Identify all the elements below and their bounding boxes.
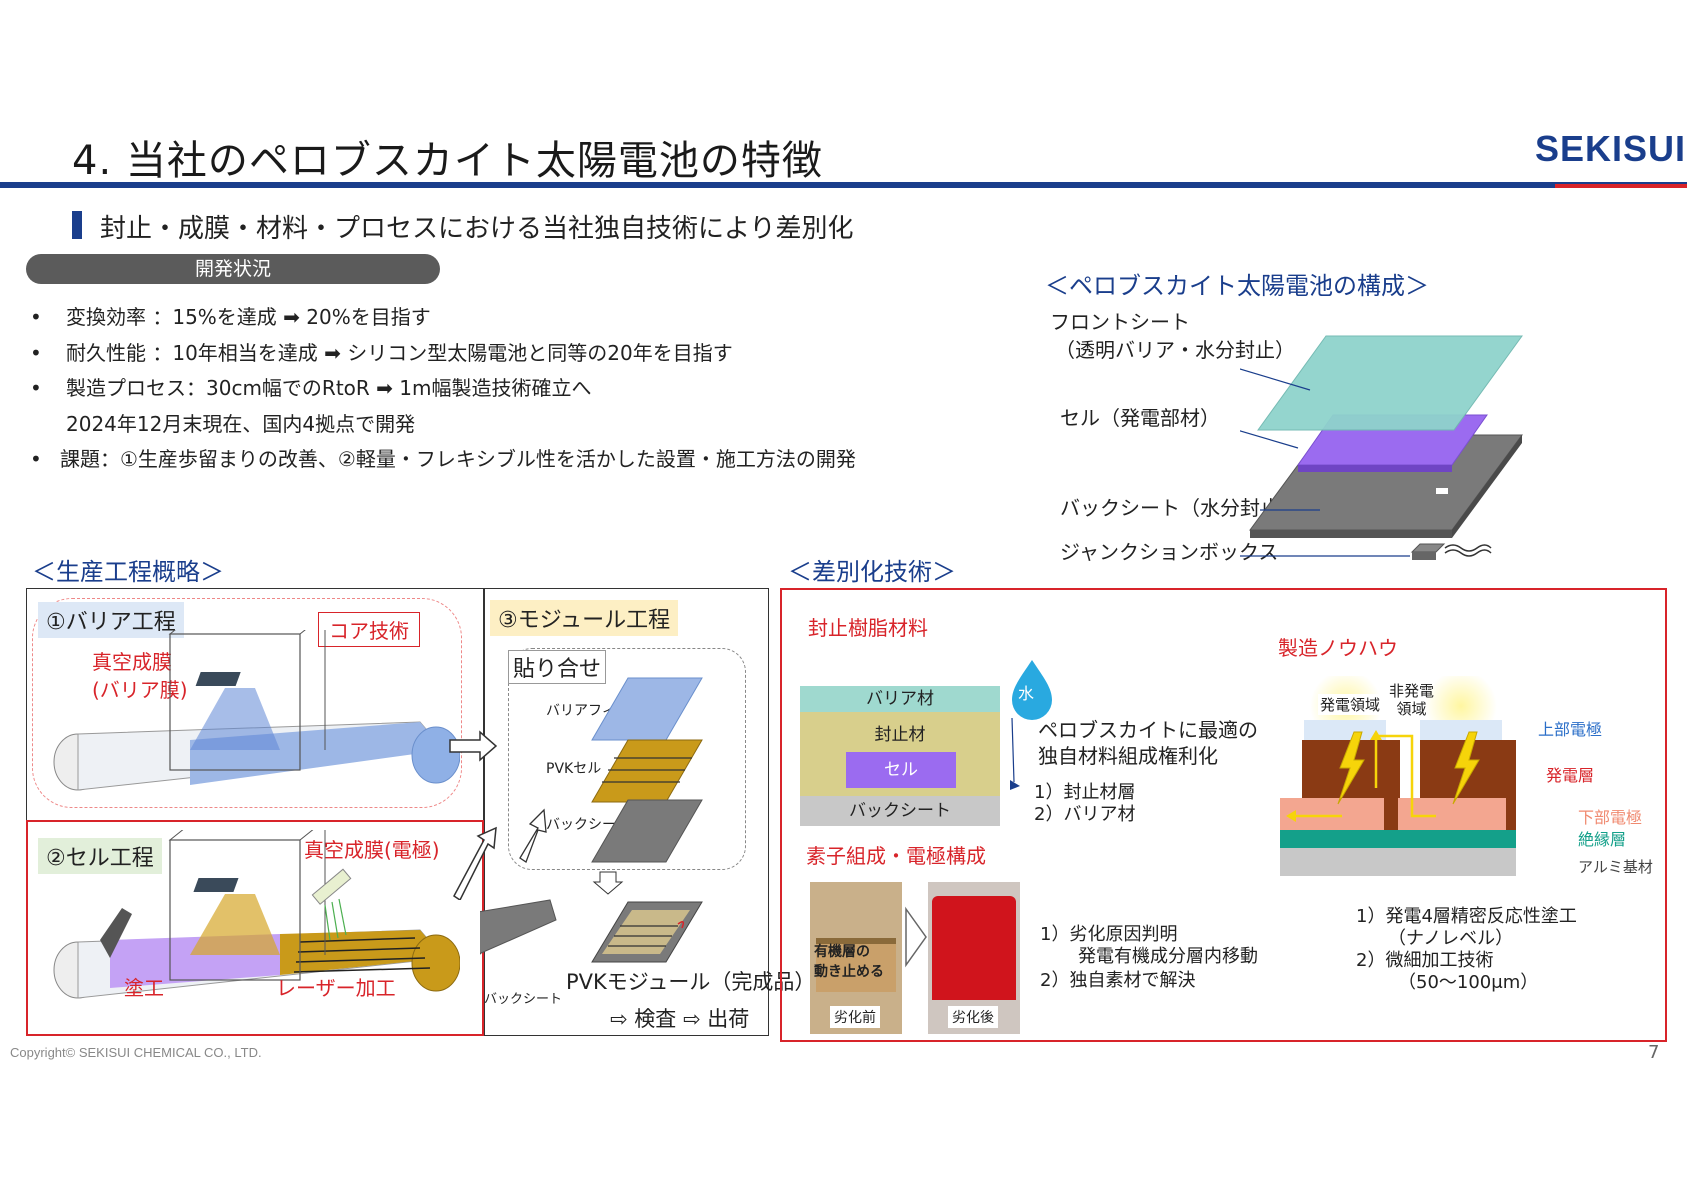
cell-layer-label: セル	[846, 752, 956, 788]
seal-desc-2: 独自材料組成権利化	[1038, 744, 1218, 768]
front-sheet-label: フロントシート	[1050, 310, 1190, 334]
barrier-process-illustration	[53, 630, 460, 791]
knowhow-title: 製造ノウハウ	[1278, 636, 1398, 660]
seal-layer: 封止材 セル	[800, 712, 1000, 796]
gen-region-label: 発電領域	[1318, 694, 1383, 715]
junction-box	[1410, 543, 1446, 553]
barrier-step-label: ①バリア工程	[38, 602, 184, 638]
element-title: 素子組成・電極構成	[806, 844, 986, 868]
vacuum-electrode-label: 真空成膜(電極)	[304, 838, 440, 862]
cell-step-label: ②セル工程	[38, 838, 162, 874]
non-gen-region-label: 非発電領域	[1389, 682, 1435, 718]
seal-layer-label: 封止材	[874, 725, 926, 745]
insulation-label: 絶縁層	[1578, 830, 1627, 849]
flow-arrows	[449, 730, 498, 900]
module-illustration	[480, 677, 703, 963]
structure-heading: ＜ペロブスカイト太陽電池の構成＞	[1045, 272, 1429, 300]
production-heading: ＜生産工程概略＞	[32, 558, 224, 586]
page-number: 7	[1648, 1042, 1660, 1063]
element-item-2: 2）独自素材で解決	[1040, 970, 1196, 991]
before-photo: 有機層の動き止める 劣化前	[810, 882, 902, 1034]
seal-title: 封止樹脂材料	[808, 616, 928, 640]
page-title: 4. 当社のペロブスカイト太陽電池の特徴	[72, 138, 823, 184]
inspect-ship-label: ⇨ 検査 ⇨ 出荷	[610, 1007, 750, 1031]
header-rule	[0, 182, 1687, 188]
bullet-item: •製造プロセス：30cm幅でのRtoR ➡ 1m幅製造技術確立へ	[30, 376, 592, 400]
laser-label: レーザー加工	[276, 976, 396, 1000]
status-bullets: •変換効率 ：15%を達成 ➡ 20%を目指す •耐久性能 ：10年相当を達成 …	[30, 300, 856, 478]
seal-layer-stack: バリア材 封止材 セル バックシート	[800, 686, 1000, 826]
back-layer: バックシート	[800, 796, 1000, 826]
diff-box	[780, 588, 1667, 1042]
top-electrode-label: 上部電極	[1538, 720, 1603, 739]
knowhow-item-2: 2）微細加工技術	[1356, 950, 1494, 971]
pvk-module-label: PVKモジュール（完成品）	[566, 970, 816, 994]
core-tech-label: コア技術	[318, 612, 420, 647]
lamination-outline	[508, 648, 746, 870]
seal-desc-1: ペロブスカイトに最適の	[1038, 718, 1258, 742]
knowhow-item-1b: （ナノレベル）	[1388, 928, 1514, 949]
seal-item-1: 1）封止材層	[1034, 782, 1136, 803]
back-sheet-module-label: バックシート	[546, 817, 630, 833]
vacuum-barrier-label: 真空成膜	[92, 650, 172, 674]
cell-label: セル（発電部材）	[1060, 406, 1220, 430]
bottom-electrode-label: 下部電極	[1578, 808, 1643, 827]
organic-label: 有機層の動き止める	[814, 944, 884, 980]
front-sheet-layer	[1257, 335, 1523, 431]
element-item-1: 1）劣化原因判明	[1040, 924, 1178, 945]
structure-layers-diagram	[1240, 335, 1523, 560]
bullet-item: •課題：①生産歩留まりの改善、②軽量・フレキシブル性を活かした設置・施工方法の開…	[30, 447, 856, 471]
vacuum-barrier-label-2: (バリア膜)	[92, 678, 188, 702]
module-box	[484, 588, 769, 1036]
bullet-item: 2024年12月末現在、国内4拠点で開発	[66, 411, 416, 436]
status-pill: 開発状況	[26, 254, 440, 284]
subtitle-marker	[72, 211, 82, 239]
junction-box-label: ジャンクションボックス	[1060, 540, 1279, 564]
copyright: Copyright© SEKISUI CHEMICAL CO., LTD.	[10, 1045, 262, 1060]
water-label: 水	[1018, 684, 1035, 703]
water-drop-icon	[1010, 660, 1052, 790]
front-sheet-note: （透明バリア・水分封止）	[1055, 338, 1295, 362]
cell-process-illustration	[53, 830, 460, 999]
degradation-arrow-icon	[905, 906, 927, 968]
seal-item-2: 2）バリア材	[1034, 804, 1136, 825]
back-sheet-roll-label: バックシート	[484, 992, 563, 1007]
lamination-label: 貼り合せ	[508, 650, 607, 684]
coating-label: 塗工	[124, 976, 164, 1000]
aluminum-label: アルミ基材	[1578, 858, 1653, 876]
diff-heading: ＜差別化技術＞	[788, 558, 956, 586]
barrier-layer: バリア材	[800, 686, 1000, 712]
module-step-label: ③モジュール工程	[490, 600, 679, 636]
after-photo: 劣化後	[928, 882, 1020, 1034]
bullet-item: •変換効率 ：15%を達成 ➡ 20%を目指す	[30, 305, 431, 329]
header-rule-accent	[1555, 184, 1687, 188]
gen-layer-label: 発電層	[1546, 766, 1595, 785]
pvk-cell-label: PVKセル	[546, 761, 602, 777]
knowhow-item-1: 1）発電4層精密反応性塗工	[1356, 906, 1577, 927]
knowhow-item-2b: （50〜100μm）	[1398, 972, 1539, 993]
electrode-structure-diagram	[1280, 676, 1516, 876]
sekisui-logo: SEKISUI	[1535, 128, 1687, 169]
core-tech-outline	[32, 598, 462, 808]
element-item-1b: 発電有機成分層内移動	[1078, 946, 1258, 967]
bullet-item: •耐久性能 ：10年相当を達成 ➡ シリコン型太陽電池と同等の20年を目指す	[30, 340, 733, 365]
after-label: 劣化後	[948, 1006, 998, 1028]
subtitle: 封止・成膜・材料・プロセスにおける当社独自技術により差別化	[100, 214, 854, 244]
before-label: 劣化前	[830, 1006, 880, 1028]
